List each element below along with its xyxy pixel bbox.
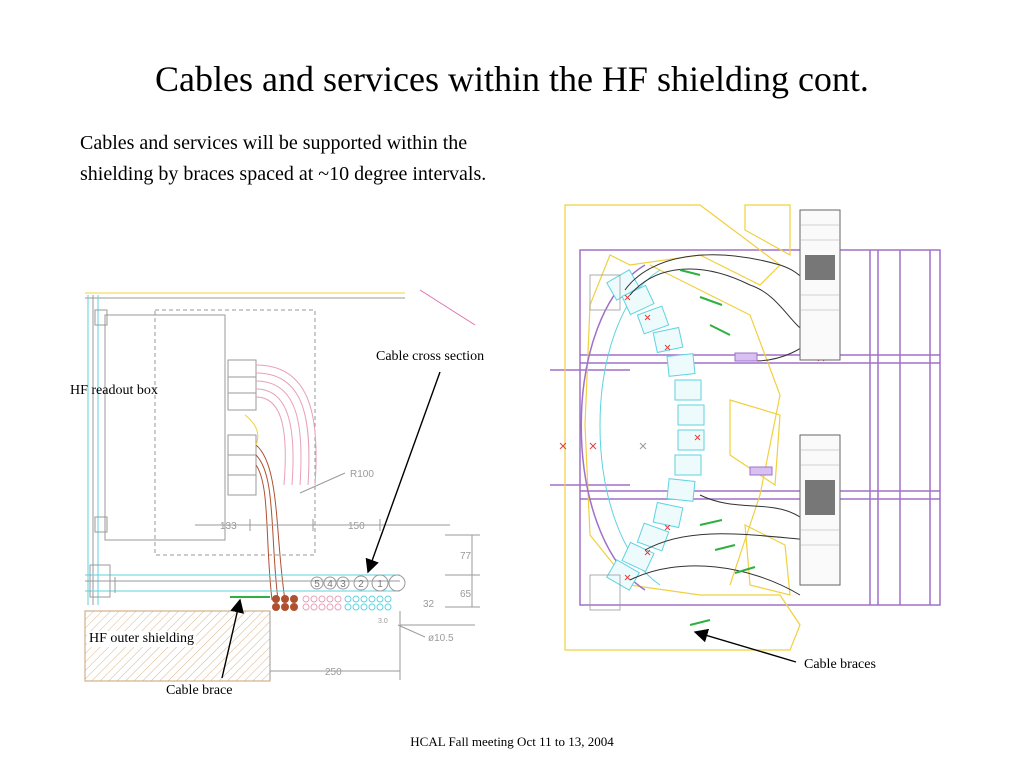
cable-cross-section-label: Cable cross section <box>376 349 485 364</box>
cable-number-4: 4 <box>327 579 333 590</box>
dim-133: 133 <box>220 521 237 532</box>
dim-diameter: ø10.5 <box>428 633 454 644</box>
slide-body-text: Cables and services will be supported wi… <box>80 132 487 185</box>
cable-number-2: 2 <box>358 579 364 590</box>
dim-65: 65 <box>460 589 472 600</box>
slide-title: Cables and services within the HF shield… <box>155 59 869 99</box>
dim-r100: R100 <box>350 469 374 480</box>
dim-150: 150 <box>348 521 365 532</box>
cable-braces-label: Cable braces <box>804 657 876 672</box>
dim-250: 250 <box>325 667 342 678</box>
slide-footer: HCAL Fall meeting Oct 11 to 13, 2004 <box>410 734 614 749</box>
dim-32: 32 <box>423 599 435 610</box>
cable-braces-arrow <box>693 628 797 663</box>
hf-outer-shielding-label: HF outer shielding <box>87 631 196 647</box>
cable-number-3: 3 <box>340 579 346 590</box>
dim-3: 3.0 <box>378 618 388 625</box>
cable-cross-section-arrow <box>365 371 441 574</box>
cable-brace-arrow <box>221 598 244 679</box>
dim-77: 77 <box>460 551 472 562</box>
hf-shielding-layout-drawing <box>550 204 941 651</box>
hf-readout-box-label: HF readout box <box>70 383 158 398</box>
cable-number-1: 1 <box>377 579 383 590</box>
cable-brace-label: Cable brace <box>166 683 233 698</box>
cable-number-5: 5 <box>314 579 320 590</box>
